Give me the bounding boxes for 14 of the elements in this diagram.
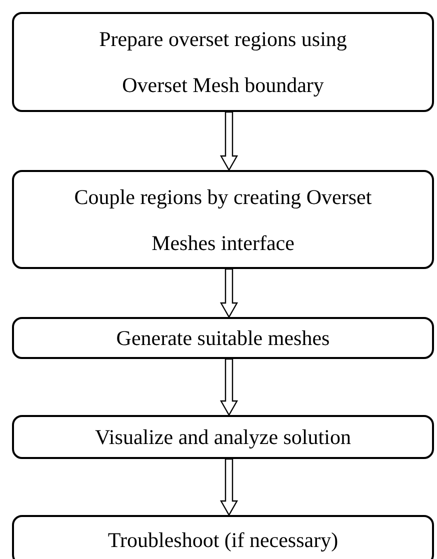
step-text: Generate suitable meshes xyxy=(116,325,330,352)
step-text: Troubleshoot (if necessary) xyxy=(108,527,338,554)
process-box xyxy=(12,415,434,459)
double-arrow xyxy=(220,358,238,416)
step-text: Couple regions by creating Overset Meshes interface xyxy=(73,184,373,256)
process-box xyxy=(12,515,434,559)
double-arrow xyxy=(220,458,238,516)
double-arrow xyxy=(220,111,238,172)
step-text: Prepare overset regions using Overset Mesh boundary xyxy=(98,26,348,99)
double-arrow xyxy=(220,268,238,318)
process-box xyxy=(12,317,434,359)
process-box xyxy=(12,170,434,269)
process-box xyxy=(12,12,434,112)
step-text: Visualize and analyze solution xyxy=(95,424,351,451)
